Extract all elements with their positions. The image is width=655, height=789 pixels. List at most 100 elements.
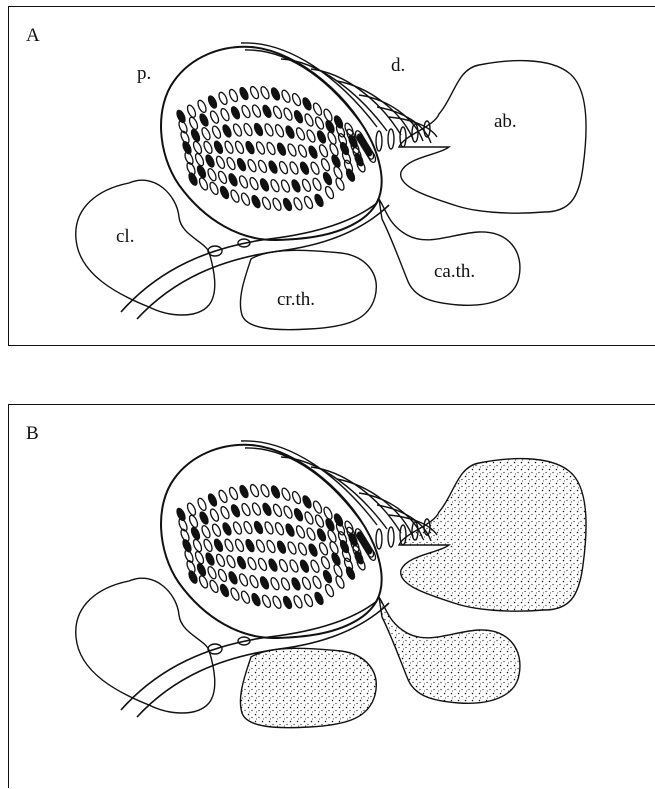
neuropil-loop [219,505,230,519]
neuropil-loop [238,484,249,498]
neuropil-loop [248,176,259,190]
neuropil-loop [202,140,213,154]
neuropil-loop [288,559,299,573]
neuropil-loop [301,178,312,192]
neuropil-loop [309,161,320,175]
neuropil-loop [334,575,345,589]
neuropil-loop [301,495,312,509]
neuropil-loop [246,556,257,570]
neuropil-loop [196,497,207,511]
neuropil-loop [313,193,324,207]
neuropil-loop [276,540,287,554]
neuropil-loop [204,154,215,168]
neuropil-loop [211,125,222,139]
neuropil-loop [192,140,203,154]
neuropil-loop [261,594,272,608]
neuropil-loop [219,185,230,199]
neuropil-loop [301,576,312,590]
neuropil-loop [318,144,329,158]
neuropil-loop [206,565,217,579]
neuropil-loop [270,87,281,101]
neuropil-loop [297,542,308,556]
neuropil-loop [305,129,316,143]
neuropil-loop [324,583,335,597]
neuropil-loop [320,158,331,172]
label-crth: cr.th. [277,289,315,310]
neuropil-loop [284,125,295,139]
neuropil-loop [314,514,325,528]
neuropil-loop [280,487,291,501]
neuropil-loop [282,107,293,121]
neuropil-loop [187,570,198,584]
neuropil-loop [265,141,276,155]
neuropil-loop [227,571,238,585]
neuropil-loop [320,556,331,570]
neuropil-loop [253,122,264,136]
neuropil-loop [207,95,218,109]
neuropil-loop [286,143,297,157]
neuropil-loop [177,120,188,134]
neuropil-loop [217,91,228,105]
neuropil-loop [202,538,213,552]
neuropil-loop [227,173,238,187]
neuropil-loop [200,524,211,538]
neuropil-loop [295,127,306,141]
neuropil-loop [322,171,333,185]
neuropil-loop [257,159,268,173]
neuropil-loop [221,522,232,536]
neuropil-loop [192,538,203,552]
neuropil-loop [228,88,239,102]
neuropil-loop [345,566,356,580]
neuropil-loop [267,160,278,174]
neuropil-loop [234,140,245,154]
label-ab: ab. [494,111,517,132]
neuropil-loop [244,140,255,154]
neuropil-loop [263,123,274,137]
neuropil-loop [301,97,312,111]
neuropil-loop [175,109,186,123]
label-cath: ca.th. [434,261,475,282]
neuropil-loop [196,99,207,113]
neuropil-loop [183,549,194,563]
neuropil-loop [238,86,249,100]
neuropil-loop [263,521,274,535]
neuropil-loop [208,181,219,195]
neuropil-loop [291,92,302,106]
neuropil-loop [303,195,314,209]
panel-a: A p. d. ab. cl. cr.th. ca.th. [8,6,655,346]
neuropil-loop [322,569,333,583]
neuropil-loop [313,591,324,605]
neuropil-loop [240,192,251,206]
neuropil-loop [255,141,266,155]
neuropil-loop [278,160,289,174]
neuropil-loop [280,577,291,591]
neuropil-loop [303,511,314,525]
neuropil-loop [274,124,285,138]
neuropil-loop [190,128,201,142]
neuropil-loop [297,144,308,158]
neuropil-loop [251,502,262,516]
neuropil-loop [244,538,255,552]
neuropil-loop [223,538,234,552]
neuropil-loop [265,539,276,553]
neuropil-loop [177,518,188,532]
stippled-region [379,597,520,703]
neuropil-loop [186,502,197,516]
neuropil-loop [305,527,316,541]
neuropil-loop [311,575,322,589]
neuropil-loop [272,503,283,517]
neuropil-loop [259,178,270,192]
neuropil-loop [190,526,201,540]
neuropil-loop [198,575,209,589]
neuropil-loop [181,141,192,155]
neuropil-loop [303,113,314,127]
neuropil-loop [240,502,251,516]
neuropil-loop [269,178,280,192]
neuropil-loop [291,490,302,504]
neuropil-loop [225,554,236,568]
neuropil-loop [251,104,262,118]
neuropil-loop [229,587,240,601]
neuropil-loop [282,197,293,211]
neuropil-loop [299,161,310,175]
neuropil-loop [307,543,318,557]
